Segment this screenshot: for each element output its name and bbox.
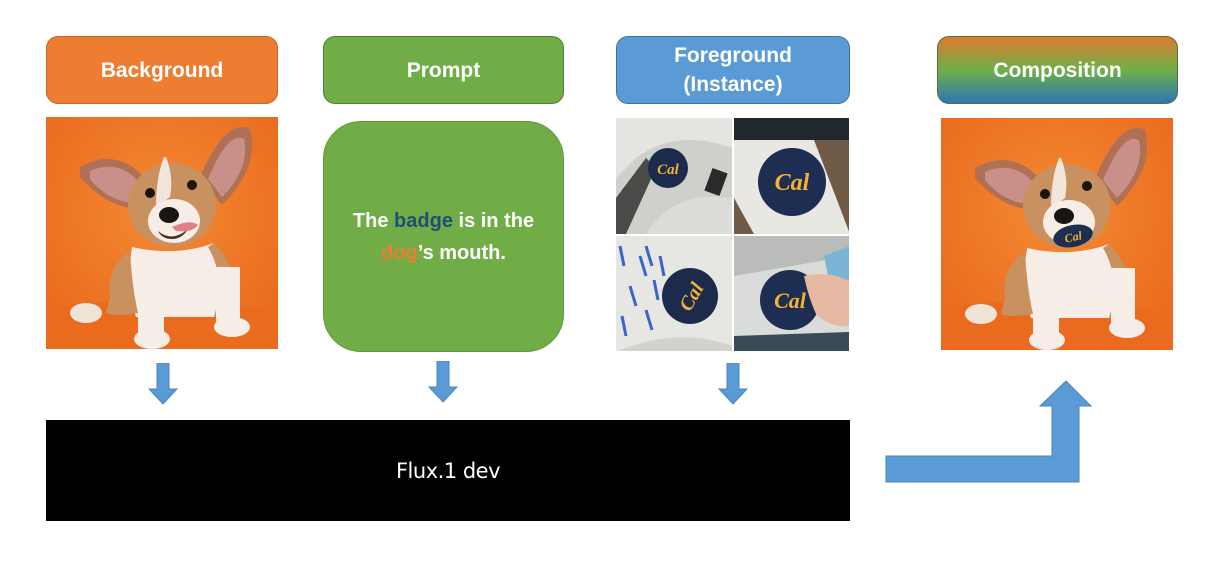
bent-arrow-up-icon bbox=[885, 380, 1093, 483]
foreground-image-grid: Cal Cal Cal bbox=[616, 118, 849, 351]
prompt-text-box: The badge is in the dog’s mouth. bbox=[323, 121, 564, 352]
corgi-with-badge-illustration: Cal bbox=[941, 118, 1173, 350]
composition-label: Composition bbox=[937, 36, 1178, 104]
foreground-label-line2: (Instance) bbox=[683, 73, 783, 96]
arrow-down-icon bbox=[428, 361, 458, 403]
foreground-image: Cal bbox=[733, 118, 849, 234]
model-box: Flux.1 dev bbox=[46, 420, 850, 521]
prompt-text: The badge is in the dog’s mouth. bbox=[324, 205, 563, 269]
corgi-illustration bbox=[46, 117, 278, 349]
composition-label-text: Composition bbox=[993, 58, 1122, 82]
highlight-badge: badge bbox=[394, 209, 453, 232]
svg-text:Cal: Cal bbox=[1063, 228, 1084, 245]
composition-image: Cal bbox=[941, 118, 1173, 350]
background-label: Background bbox=[46, 36, 278, 104]
arrow-down-icon bbox=[718, 363, 748, 405]
highlight-dog: dog bbox=[381, 241, 418, 264]
badge-photo-2: Cal bbox=[733, 118, 849, 234]
background-label-text: Background bbox=[100, 58, 224, 82]
prompt-label: Prompt bbox=[323, 36, 564, 104]
badge-photo-4: Cal bbox=[733, 235, 849, 351]
svg-text:Cal: Cal bbox=[657, 162, 680, 178]
arrow-down-icon bbox=[148, 363, 178, 405]
foreground-label-line1: Foreground bbox=[674, 44, 792, 67]
svg-text:Cal: Cal bbox=[774, 170, 809, 196]
background-image bbox=[46, 117, 278, 349]
prompt-text-part: The bbox=[352, 209, 395, 232]
prompt-text-part: is in the bbox=[452, 209, 535, 232]
prompt-label-text: Prompt bbox=[406, 58, 481, 82]
svg-text:Cal: Cal bbox=[774, 288, 807, 313]
badge-photo-3: Cal bbox=[616, 235, 732, 351]
foreground-label: Foreground (Instance) bbox=[616, 36, 850, 104]
badge-photo-1: Cal bbox=[616, 118, 732, 234]
prompt-text-part: ’s mouth. bbox=[417, 241, 506, 264]
model-name: Flux.1 dev bbox=[395, 458, 501, 483]
foreground-image: Cal bbox=[616, 118, 732, 234]
foreground-image: Cal bbox=[733, 235, 849, 351]
foreground-image: Cal bbox=[616, 235, 732, 351]
